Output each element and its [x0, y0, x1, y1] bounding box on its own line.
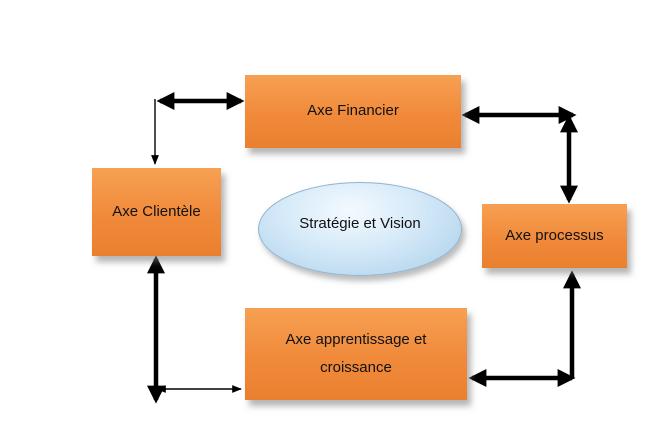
axe-clientele-box: Axe Clientèle: [92, 168, 221, 256]
axe-financier-label: Axe Financier: [307, 102, 399, 120]
axe-financier-box: Axe Financier: [245, 75, 461, 148]
axe-apprentissage-box: Axe apprentissage et croissance: [245, 308, 467, 400]
axe-apprentissage-label: Axe apprentissage et croissance: [285, 330, 427, 377]
strategie-vision-ellipse: Stratégie et Vision: [258, 182, 462, 276]
axe-processus-box: Axe processus: [482, 204, 627, 268]
strategie-vision-label: Stratégie et Vision: [299, 214, 421, 232]
axe-processus-label: Axe processus: [505, 226, 604, 244]
axe-clientele-label: Axe Clientèle: [112, 202, 201, 220]
